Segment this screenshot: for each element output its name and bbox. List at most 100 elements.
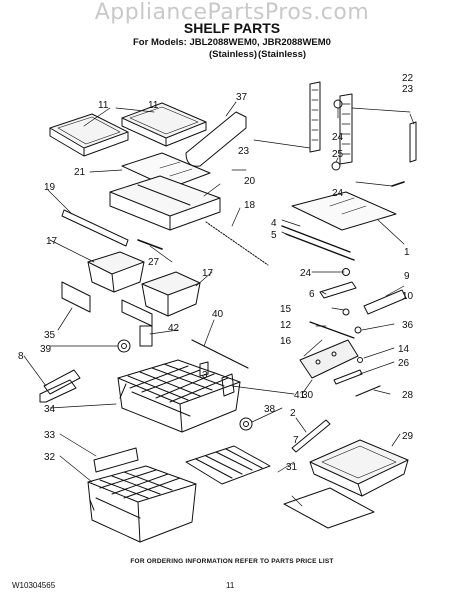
part-label: 24 bbox=[332, 132, 344, 143]
part-label: 19 bbox=[44, 182, 56, 193]
rail-22 bbox=[339, 93, 353, 165]
bracket-10 bbox=[363, 289, 407, 315]
bracket-42 bbox=[139, 325, 153, 347]
part-label: 36 bbox=[402, 320, 414, 331]
crisper-bin-17-right bbox=[141, 271, 201, 317]
bracket-6 bbox=[319, 281, 357, 299]
shelf-tray-11-left bbox=[49, 113, 129, 157]
page-title: SHELF PARTS bbox=[183, 20, 281, 36]
part-label: 1 bbox=[404, 247, 410, 258]
screw-25 bbox=[331, 161, 341, 171]
part-label: 34 bbox=[44, 404, 56, 415]
screw-14 bbox=[357, 357, 363, 363]
part-label: 23 bbox=[402, 84, 414, 95]
part-label: 29 bbox=[402, 431, 414, 442]
screw-15 bbox=[342, 308, 350, 316]
part-label: 21 bbox=[74, 167, 86, 178]
part-label: 8 bbox=[18, 351, 24, 362]
part-label: 9 bbox=[404, 271, 410, 282]
page-number: 11 bbox=[226, 581, 235, 590]
wire-basket-32 bbox=[87, 465, 197, 543]
bar-27 bbox=[137, 239, 163, 250]
rod-40 bbox=[191, 339, 249, 369]
part-label: 5 bbox=[271, 230, 277, 241]
slide-assembly-16 bbox=[299, 339, 359, 379]
screw-24 bbox=[333, 99, 343, 109]
part-label: 17 bbox=[46, 236, 58, 247]
clip-3 bbox=[199, 361, 209, 377]
rod-12 bbox=[309, 321, 355, 339]
part-label: 27 bbox=[148, 257, 160, 268]
glass-shelf-1 bbox=[291, 191, 397, 231]
part-label: 11 bbox=[98, 100, 109, 111]
crisper-bin-17-left bbox=[87, 251, 145, 293]
plate-31 bbox=[283, 487, 375, 529]
part-label: 4 bbox=[271, 218, 277, 229]
footer-note: FOR ORDERING INFORMATION REFER TO PARTS … bbox=[130, 558, 334, 565]
part-label: 32 bbox=[44, 452, 56, 463]
rail-26 bbox=[333, 369, 363, 385]
tray-29 bbox=[309, 439, 409, 497]
part-label: 22 bbox=[402, 73, 414, 84]
side-bracket-8 bbox=[43, 369, 81, 395]
part-label: 20 bbox=[244, 176, 256, 187]
part-label: 24 bbox=[300, 268, 312, 279]
leader-lines bbox=[23, 101, 415, 507]
variant-label: (Stainless) bbox=[209, 49, 258, 60]
part-label: 40 bbox=[212, 309, 224, 320]
knob-39 bbox=[117, 339, 131, 353]
part-label: 28 bbox=[402, 390, 414, 401]
part-label: 11 bbox=[148, 100, 159, 111]
part-label: 30 bbox=[302, 390, 314, 401]
part-label: 3 bbox=[202, 370, 208, 381]
trim-5 bbox=[285, 233, 355, 261]
part-label: 12 bbox=[280, 320, 292, 331]
part-label: 14 bbox=[398, 344, 410, 355]
part-label: 26 bbox=[398, 358, 410, 369]
part-label: 7 bbox=[293, 435, 299, 446]
part-label: 16 bbox=[280, 336, 292, 347]
screw-36 bbox=[354, 326, 362, 334]
part-label: 37 bbox=[236, 92, 248, 103]
shelf-tray-11-right bbox=[121, 102, 207, 147]
bin-front-35-right bbox=[121, 299, 153, 327]
knob-38 bbox=[239, 417, 253, 431]
part-label: 25 bbox=[332, 149, 344, 160]
part-label: 42 bbox=[168, 323, 180, 334]
part-label: 35 bbox=[44, 330, 56, 341]
watermark: AppliancePartsPros.com bbox=[94, 0, 370, 25]
part-label: 6 bbox=[309, 289, 315, 300]
part-label: 41 bbox=[294, 390, 306, 401]
part-label: 33 bbox=[44, 430, 56, 441]
wire-rack-7 bbox=[185, 445, 271, 485]
part-label: 23 bbox=[238, 146, 250, 157]
models-line: For Models: JBL2088WEM0, JBR2088WEM0 bbox=[133, 37, 331, 48]
rail-33 bbox=[93, 447, 139, 473]
rod-18 bbox=[205, 221, 269, 266]
rail-2 bbox=[291, 419, 331, 453]
part-label: 15 bbox=[280, 304, 292, 315]
rail-23-right bbox=[409, 121, 417, 163]
part-label: 31 bbox=[286, 462, 298, 473]
part-labels: 1 2 3 4 5 6 7 8 9 10 11 11 12 14 15 16 1… bbox=[18, 73, 414, 473]
part-label: 24 bbox=[332, 188, 344, 199]
bin-front-35-left bbox=[61, 281, 91, 313]
part-label: 17 bbox=[202, 268, 214, 279]
part-label: 2 bbox=[290, 408, 296, 419]
bin-tray-20 bbox=[109, 175, 221, 231]
wire-basket-34 bbox=[117, 359, 241, 433]
trim-4 bbox=[281, 225, 351, 253]
part-label: 39 bbox=[40, 344, 52, 355]
document-number: W10304565 bbox=[12, 581, 56, 590]
part-label: 38 bbox=[264, 404, 276, 415]
bar-28 bbox=[355, 385, 381, 397]
part-label: 10 bbox=[402, 291, 414, 302]
clip-41 bbox=[221, 373, 235, 397]
part-label: 18 bbox=[244, 200, 256, 211]
rail-23-left bbox=[309, 81, 321, 153]
variant-label: (Stainless) bbox=[258, 49, 307, 60]
screw-24 bbox=[391, 181, 405, 187]
rail-19 bbox=[61, 209, 129, 247]
